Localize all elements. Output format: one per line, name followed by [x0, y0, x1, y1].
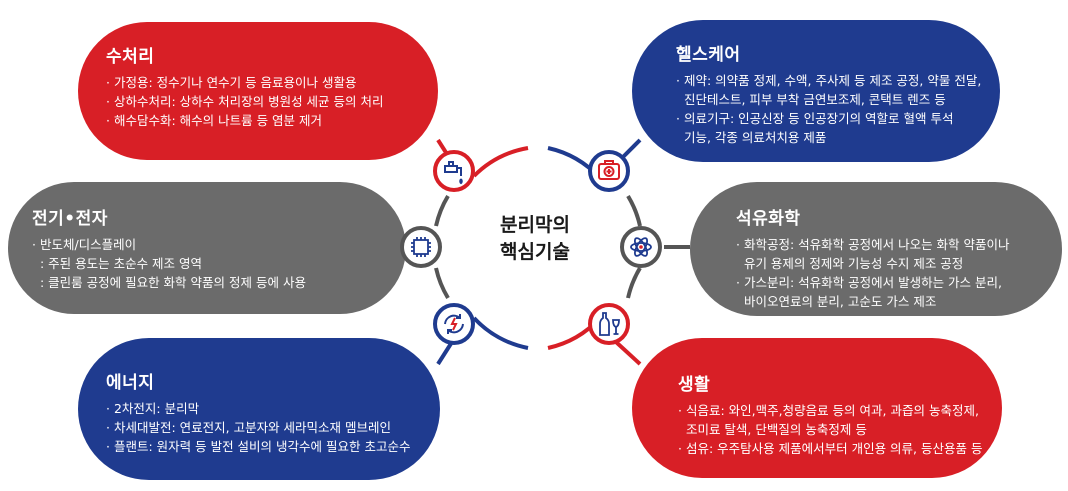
water-title: 수처리: [106, 47, 155, 67]
arc-red-top: [472, 146, 529, 178]
water-item: · 상하수처리: 상하수 처리장의 병원성 세균 등의 처리: [106, 94, 384, 109]
petrochem-item: · 가스분리: 석유화학 공정에서 발생하는 가스 분리,: [736, 275, 1002, 290]
arc-blue-bottom: [472, 316, 529, 350]
energy-item: · 2차전지: 분리막: [106, 401, 200, 416]
living-box: 생활 · 식음료: 와인,맥주,청량음료 등의 여과, 과즙의 농축정제, 조미…: [632, 338, 1002, 478]
atom-icon: [620, 226, 662, 268]
energy-item: · 플랜트: 원자력 등 발전 설비의 냉각수에 필요한 초고순수: [106, 439, 411, 454]
water-item: · 해수담수화: 해수의 나트륨 등 염분 제거: [106, 113, 323, 128]
living-item: 조미료 탈색, 단백질의 농축정제 등: [678, 422, 867, 437]
arc-gray-upper-left: [434, 194, 450, 227]
energy-title: 에너지: [106, 373, 155, 393]
water-item: · 가정용: 정수기나 연수기 등 음료용이나 생활용: [106, 75, 357, 90]
electronics-item: : 클린룸 공정에 필요한 화학 약품의 정제 등에 사용: [32, 275, 306, 290]
link-energy: [436, 340, 454, 366]
wine-bottle-icon: [588, 303, 630, 345]
electronics-box: 전기•전자 · 반도체/디스플레이 : 주된 용도는 초순수 제조 영역 : 클…: [8, 182, 406, 314]
living-item: · 섬유: 우주탐사용 제품에서부터 개인용 의류, 등산용품 등: [678, 441, 983, 456]
arc-gray-lower-left: [434, 267, 450, 300]
petrochem-item: 유기 용제의 정제와 기능성 수지 제조 공정: [736, 256, 964, 271]
water-treatment-box: 수처리 · 가정용: 정수기나 연수기 등 음료용이나 생활용 · 상하수처리:…: [78, 22, 438, 160]
faucet-icon: [433, 150, 475, 192]
link-life: [614, 340, 642, 366]
electronics-item: · 반도체/디스플레이: [32, 237, 137, 252]
petrochemical-box: 석유화학 · 화학공정: 석유화학 공정에서 나오는 화학 약품이나 유기 용제…: [690, 182, 1062, 316]
petrochem-item: · 화학공정: 석유화학 공정에서 나오는 화학 약품이나: [736, 237, 1010, 252]
healthcare-item: · 제약: 의약품 정제, 수액, 주사제 등 제조 공정, 약물 전달,: [676, 73, 982, 88]
arc-gray-lower-right: [626, 266, 642, 299]
healthcare-item: 진단테스트, 피부 부착 금연보조제, 콘택트 렌즈 등: [676, 92, 946, 107]
petrochem-item: 바이오연료의 분리, 고순도 가스 제조: [736, 294, 937, 309]
living-item: · 식음료: 와인,맥주,청량음료 등의 여과, 과즙의 농축정제,: [678, 403, 979, 418]
healthcare-item: · 의료기구: 인공신장 등 인공장기의 역할로 혈액 투석: [676, 111, 954, 126]
center-title-line2: 핵심기술: [500, 241, 570, 263]
medical-kit-icon: [588, 150, 630, 192]
center-title: 분리막의 핵심기술: [480, 212, 590, 266]
chip-icon: [400, 226, 442, 268]
electronics-item: : 주된 용도는 초순수 제조 영역: [32, 256, 203, 271]
energy-item: · 차세대발전: 연료전지, 고분자와 세라믹소재 멤브레인: [106, 420, 392, 435]
living-title: 생활: [678, 375, 711, 395]
healthcare-item: 기능, 각종 의료처치용 제품: [676, 130, 827, 145]
healthcare-title: 헬스케어: [676, 45, 741, 65]
recycle-energy-icon: [433, 303, 475, 345]
petrochem-title: 석유화학: [736, 209, 801, 229]
energy-box: 에너지 · 2차전지: 분리막 · 차세대발전: 연료전지, 고분자와 세라믹소…: [78, 338, 440, 480]
center-title-line1: 분리막의: [500, 214, 570, 236]
arc-gray-upper-right: [626, 194, 642, 227]
healthcare-box: 헬스케어 · 제약: 의약품 정제, 수액, 주사제 등 제조 공정, 약물 전…: [632, 20, 1000, 162]
electronics-title: 전기•전자: [32, 209, 108, 229]
